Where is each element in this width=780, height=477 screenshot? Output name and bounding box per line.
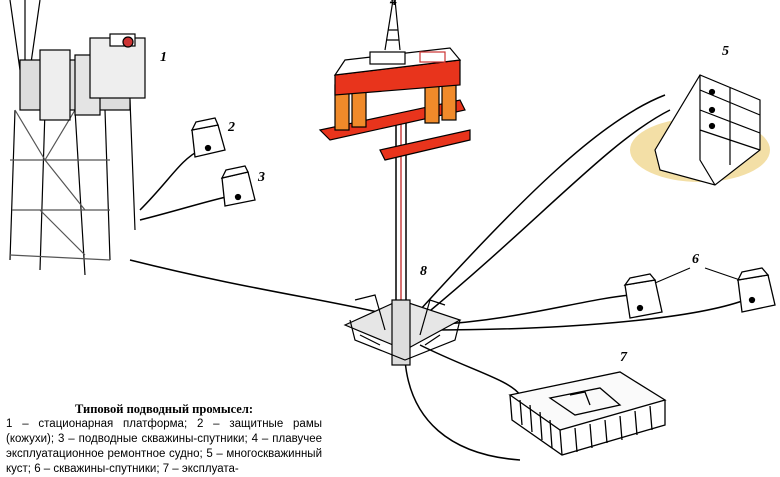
label-6-leaders [654,267,741,284]
label-8: 8 [420,264,427,279]
label-7: 7 [620,350,627,365]
floating-vessel [318,0,471,161]
caption-body: 1 – стационарная платформа; 2 – защитные… [6,418,322,475]
multiwell-cluster [630,74,770,186]
label-1: 1 [160,50,167,65]
label-2: 2 [228,120,235,135]
caption-title: Типовой подводный промысел: [74,402,254,416]
figure-caption: Типовой подводный промысел: 1 – стациона… [6,402,322,477]
label-3: 3 [258,170,265,185]
subsea-manifold [343,294,462,366]
satellite-well-frame [220,165,256,207]
fixed-platform [9,0,146,276]
label-6: 6 [692,252,699,267]
label-4: 4 [390,0,397,9]
protective-frame [190,117,226,158]
production-template-frame [508,371,667,456]
satellite-well [623,273,663,319]
satellite-well [736,267,776,313]
label-5: 5 [722,44,729,59]
flowlines [129,94,746,461]
